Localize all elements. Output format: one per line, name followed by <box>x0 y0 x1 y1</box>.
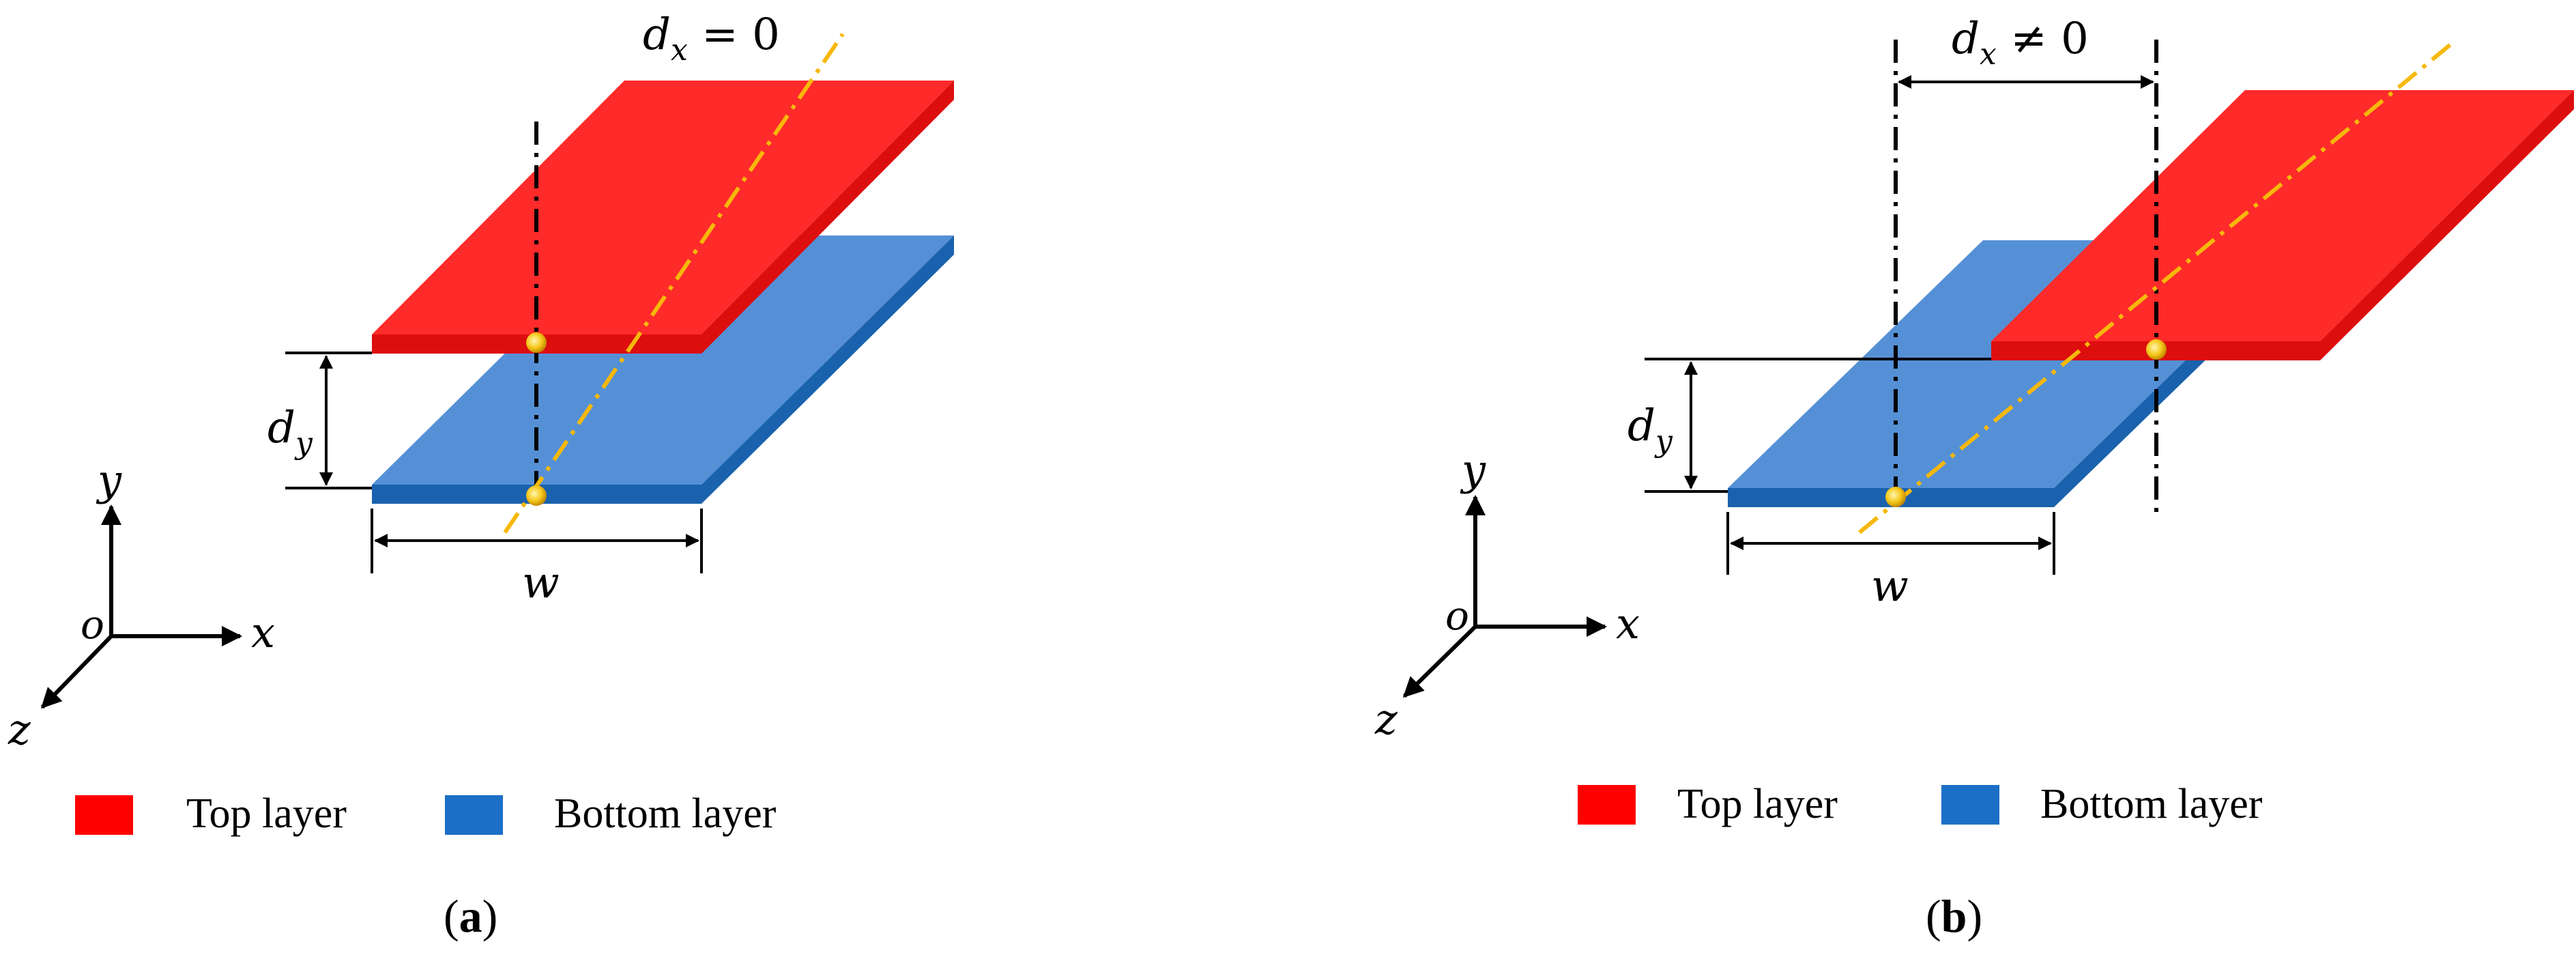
panel-a: dy w dx = 0 y x z o Top layer Bottom lay… <box>8 10 954 942</box>
legend-swatch-top-layer <box>75 795 133 835</box>
top-layer-side-face <box>2320 90 2574 360</box>
top-layer-top-face <box>372 81 954 334</box>
panel-a-caption: (a) <box>444 890 497 942</box>
w-label: w <box>522 558 560 608</box>
legend-label-top-layer: Top layer <box>1677 781 1838 827</box>
legend: Top layer Bottom layer <box>1578 781 2263 827</box>
diagonal-centerline <box>503 33 845 534</box>
legend-swatch-bottom-layer <box>1941 785 1999 825</box>
z-axis <box>1402 625 1477 698</box>
panel-b: dy dx ≠ 0 w y x z o Top layer <box>1374 14 2574 942</box>
top-layer-top-face <box>1991 90 2574 341</box>
top-layer-side-face <box>701 81 954 354</box>
legend-swatch-top-layer <box>1578 785 1636 825</box>
x-axis-label: x <box>251 608 275 657</box>
z-axis <box>40 634 113 709</box>
legend-label-top-layer: Top layer <box>186 790 347 837</box>
legend-swatch-bottom-layer <box>445 795 503 835</box>
top-layer-plate <box>372 81 954 354</box>
y-axis-label: y <box>1460 445 1486 495</box>
y-axis-label: y <box>96 455 122 505</box>
origin-label: o <box>81 601 104 648</box>
bottom-layer-center-dot <box>526 485 547 506</box>
dx-label: dx ≠ 0 <box>1952 14 2089 72</box>
w-label: w <box>1871 561 1909 612</box>
dy-label: dy <box>1627 401 1673 459</box>
bottom-layer-side-face <box>701 235 954 504</box>
coordinate-axes: y x z o <box>8 455 275 754</box>
z-axis-label: z <box>8 704 31 754</box>
bottom-layer-center-dot <box>1885 487 1906 507</box>
x-axis-label: x <box>1616 599 1640 648</box>
bottom-layer-top-face <box>372 235 954 485</box>
dx-label: dx = 0 <box>643 10 780 68</box>
top-layer-center-dot <box>526 332 547 353</box>
dy-label: dy <box>267 403 313 461</box>
panel-b-caption: (b) <box>1926 890 1982 942</box>
top-layer-center-dot <box>2146 339 2167 360</box>
top-layer-plate <box>1991 90 2574 360</box>
origin-label: o <box>1445 592 1469 639</box>
z-axis-label: z <box>1374 694 1398 744</box>
legend: Top layer Bottom layer <box>75 790 777 837</box>
legend-label-bottom-layer: Bottom layer <box>554 790 777 837</box>
legend-label-bottom-layer: Bottom layer <box>2040 781 2263 827</box>
coordinate-axes: y x z o <box>1374 445 1640 744</box>
